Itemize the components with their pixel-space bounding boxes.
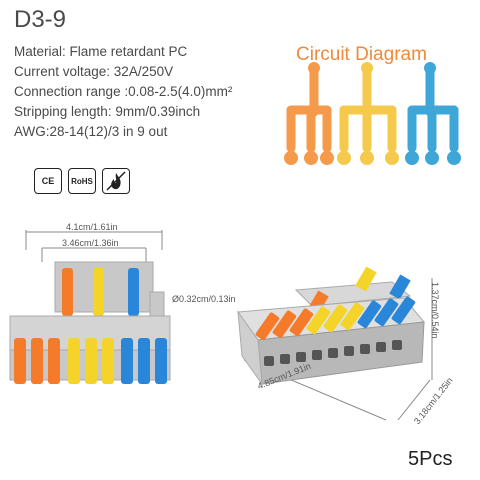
dim-hole-diameter: Ø0.32cm/0.13in [172,294,236,304]
perspective-connector [237,266,433,421]
spec-material: Material: Flame retardant PC [14,44,188,59]
rohs-badge: RoHS [68,168,96,194]
quantity-label: 5Pcs [408,448,453,470]
model-title: D3-9 [14,6,67,33]
spec-stripping: Stripping length: 9mm/0.39inch [14,104,201,119]
spec-current: Current voltage: 32A/250V [14,64,174,79]
front-view-connector [9,230,171,384]
ce-badge: CE [34,168,62,194]
circuit-diagram-title: Circuit Diagram [296,44,427,65]
dim-front-width-outer: 4.1cm/1.61in [66,222,118,232]
dim-front-width-inner: 3.46cm/1.36in [62,238,119,248]
spec-connection: Connection range :0.08-2.5(4.0)mm² [14,84,233,99]
flame-icon [102,168,130,194]
dim-height: 1.37cm/0.54in [430,282,440,339]
spec-awg: AWG:28-14(12)/3 in 9 out [14,124,168,139]
circuit-diagram [284,62,461,165]
